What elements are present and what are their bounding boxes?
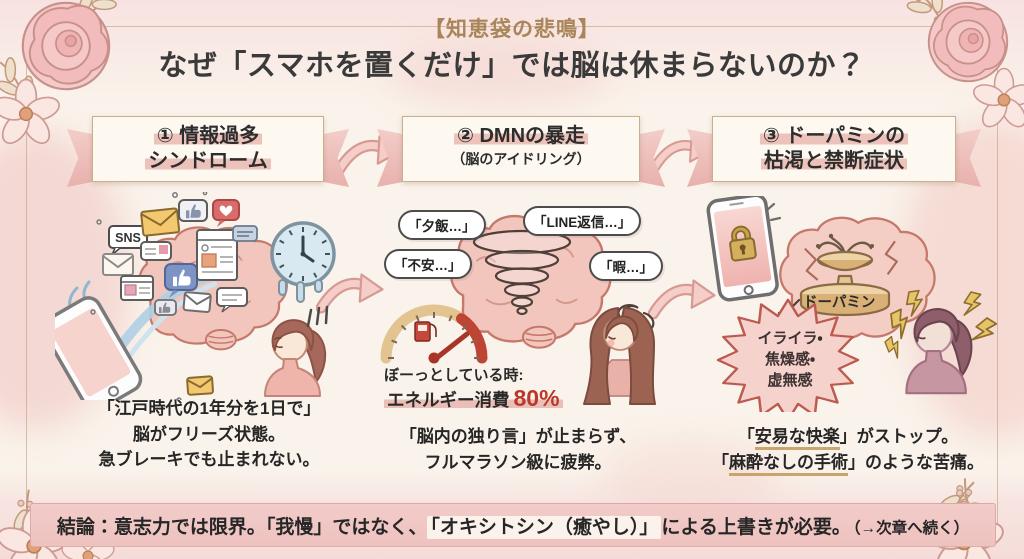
conclusion-band: 結論：意志力では限界。「我慢」ではなく、「オキシトシン（癒やし）」による上書きが… <box>30 503 996 547</box>
padlock-icon <box>729 225 757 262</box>
browser-window-icon <box>196 229 238 281</box>
lightning-bolt-icon <box>968 314 997 349</box>
thought-bubble-line-reply: 「LINE返信…」 <box>523 206 642 236</box>
withdrawal-woman-illustration <box>905 308 973 395</box>
banner-section3: ③ ドーパミンの 枯渇と禁断症状 <box>687 116 981 187</box>
energy-gauge-icon <box>380 304 488 364</box>
thought-bubble-dinner: 「夕飯…」 <box>398 210 486 240</box>
like-bubble-icon <box>164 263 198 298</box>
alert-sparkle-lines <box>765 202 782 222</box>
section3-caption-line2: 「麻酔なしの手術」のような苦痛。 <box>686 450 1010 476</box>
chat-bubble-icon <box>140 241 172 261</box>
banner1-line1: ① 情報過多 <box>153 125 263 147</box>
banner-section1: ① 情報過多 シンドローム <box>67 116 349 187</box>
section2-caption-line2: フルマラソン級に疲弊。 <box>424 452 612 472</box>
gauge-caption-line1: ぼーっとしている時: <box>384 367 524 384</box>
envelope-icon <box>186 375 214 396</box>
starburst-line2: 焦燥感・ <box>764 351 816 368</box>
like-bubble-icon <box>154 299 177 316</box>
section3-illustration <box>706 196 997 412</box>
banner-section2: ② DMNの暴走 （脳のアイドリング） <box>377 116 665 187</box>
thought-bubble-anxiety: 「不安…」 <box>384 249 472 279</box>
banner2-line2: （脳のアイドリング） <box>451 151 591 167</box>
sns-bubble-icon: SNS <box>108 225 148 256</box>
melting-clock-icon <box>270 221 336 303</box>
banner3-line1: ③ ドーパミンの <box>759 125 909 147</box>
dopamine-label: ドーパミン <box>803 295 876 311</box>
chat-bubble-icon <box>232 225 258 242</box>
envelope-icon <box>102 253 134 276</box>
header-tag: 【知恵袋の悲鳴】 <box>424 18 600 41</box>
conclusion-text: 結論：意志力では限界。「我慢」ではなく、「オキシトシン（癒やし）」による上書きが… <box>56 515 970 539</box>
chat-bubble-icon <box>216 287 248 313</box>
section1-caption-line3: 急ブレーキでも止まれない。 <box>98 450 320 469</box>
energy-value: 80% <box>513 385 560 411</box>
stress-marks <box>306 305 329 328</box>
starburst-line1: イライラ・ <box>757 330 823 347</box>
conclusion-note: （→次章へ続く） <box>852 519 970 537</box>
speckle-dot <box>172 192 178 198</box>
section1-caption: 「江戸時代の1年分を1日で」 脳がフリーズ状態。 急ブレーキでも止まれない。 <box>56 396 362 473</box>
lightning-bolt-icon <box>881 334 907 361</box>
section3-caption-line1: 「安易な快楽」がストップ。 <box>686 424 1010 450</box>
underlined-phrase: 麻酔なしの手術 <box>729 452 848 476</box>
svg-text:SNS: SNS <box>115 231 141 245</box>
starburst-line3: 虚無感 <box>767 372 813 389</box>
speckle-dot <box>202 192 208 196</box>
banner3-line2: 枯渇と禁断症状 <box>761 150 907 172</box>
browser-window-icon <box>120 275 154 301</box>
locked-phone-icon <box>706 196 779 302</box>
overwhelmed-woman-illustration <box>264 319 327 397</box>
banner1-line2: シンドローム <box>145 150 271 172</box>
conclusion-highlight: 「オキシトシン（癒やし）」 <box>427 515 662 539</box>
underlined-phrase: 安易な快楽 <box>754 427 840 450</box>
page-title: なぜ「スマホを置くだけ」では脳は休まらないのか？ <box>158 50 866 82</box>
energy-label: エネルギー消費 <box>387 390 510 410</box>
section2-illustration <box>380 214 656 405</box>
envelope-icon <box>182 291 212 313</box>
speckle-dot <box>90 309 96 315</box>
section2-caption-line1: 「脳内の独り言」が止まらず、 <box>399 427 637 446</box>
tired-woman-illustration <box>583 307 656 405</box>
thought-tornado-icon <box>472 229 572 316</box>
section1-illustration: SNS <box>55 192 336 400</box>
section3-caption: 「安易な快楽」がストップ。 「麻酔なしの手術」のような苦痛。 <box>686 424 1010 476</box>
envelope-icon <box>140 207 181 237</box>
speckle-dot <box>96 219 102 225</box>
like-bubble-icon <box>178 199 208 222</box>
lightning-bolt-icon <box>960 290 984 319</box>
thought-bubble-bored: 「暇…」 <box>589 251 663 281</box>
section2-caption: 「脳内の独り言」が止まらず、 フルマラソン級に疲弊。 <box>372 424 664 475</box>
fuel-pump-icon <box>414 321 437 342</box>
section1-caption-line1: 「江戸時代の1年分を1日で」 <box>97 399 321 418</box>
section1-caption-line2: 脳がフリーズ状態。 <box>132 424 286 444</box>
speckle-dot <box>176 397 182 400</box>
dopamine-fountain-icon <box>799 233 891 317</box>
heart-badge-icon <box>212 199 240 227</box>
starburst-text: イライラ・ 焦燥感・ 虚無感 <box>730 328 850 391</box>
banner2-line1: ② DMNの暴走 <box>453 125 589 147</box>
starburst-shape <box>716 298 860 412</box>
